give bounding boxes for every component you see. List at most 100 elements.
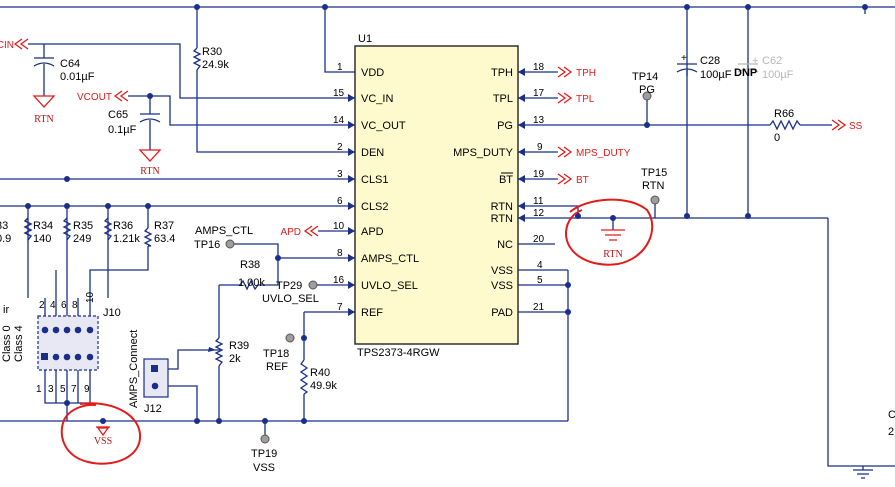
j10-pin: 9 (84, 384, 90, 395)
resistor-r35[interactable]: R35 249 (62, 217, 93, 245)
net-tph: TPH (576, 68, 596, 79)
edge-fragment: 2 (888, 426, 894, 438)
connector-j12[interactable]: J12 AMPS_Connect (128, 330, 169, 415)
pin-num: 18 (533, 62, 545, 73)
r38-value: 1.00k (238, 277, 265, 289)
pin-name: TPL (493, 93, 513, 105)
net-apd: APD (280, 227, 301, 238)
pin-num: 13 (533, 115, 545, 126)
r34-ref: R34 (33, 220, 53, 232)
c62-value: 100µF (762, 69, 794, 81)
resistor-r34[interactable]: R34 140 (23, 217, 53, 245)
pin-num: 10 (333, 221, 345, 232)
edge-fragment: C (888, 409, 895, 421)
vss-label: VSS (94, 436, 112, 447)
vss-ground: VSS (94, 426, 112, 447)
pin-name: BT (499, 174, 513, 186)
ground-symbols: RTN RTN RTN VSS (32, 95, 873, 479)
j10-pin: 6 (61, 300, 67, 311)
r30-ref: R30 (202, 46, 222, 58)
j10-pin: 10 (85, 291, 96, 303)
j10-pin: 5 (60, 384, 66, 395)
c65-value: 0.1µF (108, 124, 137, 136)
net-amps-ctl: AMPS_CTL (195, 225, 253, 237)
resistor-r66[interactable]: R66 0 (769, 108, 801, 144)
r40-value: 49.9k (310, 380, 337, 392)
resistor-r30[interactable]: R30 24.9k (192, 46, 229, 71)
pin-num: 5 (537, 275, 543, 286)
svg-text:+: + (752, 55, 758, 67)
ic-ref: U1 (358, 33, 372, 45)
c28-ref: C28 (700, 55, 720, 67)
pin-num: 21 (533, 302, 545, 313)
testpoint-tp15[interactable]: TP15 RTN (641, 167, 667, 205)
resistor-r38[interactable]: R38 1.00k (238, 259, 265, 291)
resistor-r40[interactable]: R40 49.9k (299, 359, 337, 395)
annotation-circles (60, 198, 654, 465)
capacitor-c28[interactable]: + C28 100µF (676, 53, 732, 81)
r33-value: 0.9 (0, 233, 11, 245)
tp15-label: RTN (642, 180, 664, 192)
testpoint-tp19[interactable]: TP19 VSS (251, 434, 277, 474)
r38-ref: R38 (240, 259, 260, 271)
pin-num: 9 (537, 142, 543, 153)
j10-ref: J10 (103, 307, 121, 319)
pin-name: REF (361, 307, 383, 319)
pin-name: PG (497, 120, 513, 132)
c28-value: 100µF (700, 69, 732, 81)
r36-ref: R36 (113, 220, 133, 232)
r35-ref: R35 (73, 220, 93, 232)
resistor-r36[interactable]: R36 1.21k (103, 217, 140, 245)
r37-ref: R37 (154, 220, 174, 232)
r39-value: 2k (229, 353, 241, 365)
rtn-ground-c65: RTN (138, 149, 162, 177)
tp18-ref: TP18 (263, 348, 289, 360)
rtn-label-c65: RTN (140, 166, 159, 177)
rtn-ground-right: RTN (601, 229, 625, 260)
capacitor-c64[interactable]: C64 0.01µF (33, 57, 95, 83)
pin-name: VC_OUT (361, 120, 406, 132)
net-cin: CIN (0, 40, 14, 51)
tp29-label: UVLO_SEL (262, 293, 319, 305)
j10-pin: 1 (36, 384, 42, 395)
net-labels: CIN VCOUT TPH TPL SS MPS_DUTY BT APD AMP… (0, 38, 863, 238)
rtn-ground-c64: RTN (32, 95, 56, 125)
pin-num: 6 (337, 196, 343, 207)
pin-num: 16 (333, 275, 345, 286)
svg-text:+: + (681, 53, 687, 64)
r30-value: 24.9k (202, 59, 229, 71)
pin-name: CLS1 (361, 174, 389, 186)
ic-u1[interactable]: U1 TPS2373-4RGW 1 VDD 15 VC_IN 14 VC_OUT… (333, 33, 545, 359)
pin-num: 17 (533, 88, 545, 99)
connector-j10[interactable]: 2 4 6 8 10 1 3 5 7 9 J10 ir Class 0 Clas… (1, 291, 121, 395)
pin-num: 7 (337, 302, 343, 313)
pin-name: VSS (491, 280, 513, 292)
net-ss: SS (849, 121, 863, 132)
tp14-ref: TP14 (632, 71, 658, 83)
dnp-label: DNP (734, 67, 757, 79)
pin-num: 12 (533, 208, 545, 219)
pin-num: 4 (537, 260, 543, 271)
r39-ref: R39 (229, 340, 249, 352)
testpoint-tp18[interactable]: TP18 REF (263, 333, 295, 373)
pin-name: UVLO_SEL (361, 280, 418, 292)
r33-ref: 33 (0, 220, 8, 232)
r37-value: 63.4 (154, 233, 175, 245)
pin-name: PAD (491, 307, 513, 319)
testpoint-tp29[interactable]: TP29 UVLO_SEL (262, 280, 319, 305)
pin-name: AMPS_CTL (361, 253, 419, 265)
j10-pin: 2 (39, 300, 45, 311)
pin-num: 2 (337, 142, 343, 153)
pin-num: 3 (337, 169, 343, 180)
capacitor-c62[interactable]: + C62 100µF DNP (734, 55, 794, 81)
ic-part: TPS2373-4RGW (357, 347, 440, 359)
capacitor-c65[interactable]: C65 0.1µF (108, 109, 161, 136)
testpoint-tp14[interactable]: TP14 PG (632, 71, 658, 101)
testpoint-tp16[interactable]: TP16 (194, 239, 235, 251)
resistor-r39[interactable]: R39 2k (208, 337, 249, 367)
net-tpl: TPL (576, 94, 595, 105)
r34-value: 140 (33, 233, 51, 245)
resistor-r37[interactable]: R37 63.4 (143, 220, 175, 247)
pin-name: VSS (491, 265, 513, 277)
